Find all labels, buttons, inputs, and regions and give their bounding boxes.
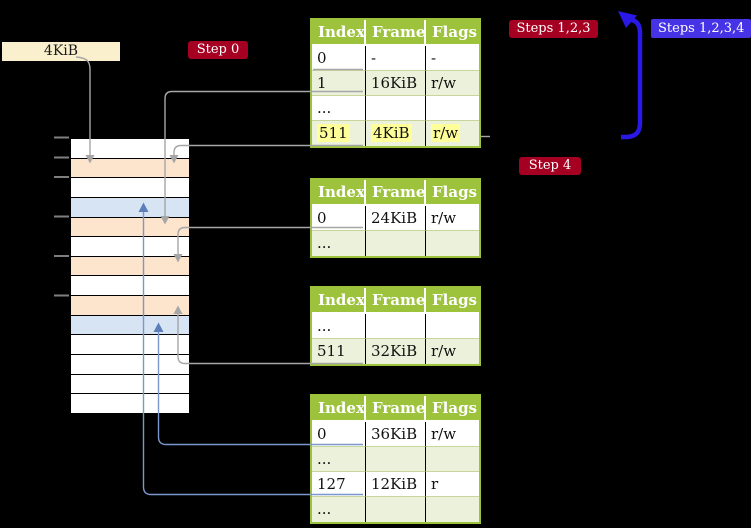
- table-row: ...: [312, 314, 479, 339]
- memory-frame-row-white: [71, 237, 189, 257]
- table-cell: 511: [312, 339, 366, 364]
- table-cell: ...: [312, 314, 366, 339]
- memory-frame-row-white: [71, 355, 189, 375]
- table-cell: -: [426, 46, 479, 71]
- table-row: ...: [312, 231, 479, 256]
- table-cell: ...: [312, 231, 366, 256]
- table-cell: ...: [312, 96, 366, 121]
- table-cell: [366, 314, 426, 339]
- badge-steps-1-2-3-4: Steps 1,2,3,4: [651, 19, 751, 38]
- table-cell: r/w: [426, 422, 479, 447]
- table-cell: 0: [312, 46, 366, 71]
- table-cell: 0: [312, 206, 366, 231]
- memory-frame-row-white: [71, 178, 189, 198]
- table-cell: 127: [312, 472, 366, 497]
- table-cell: 4KiB: [366, 121, 426, 146]
- column-header-frame: Frame: [366, 180, 426, 204]
- table-cell: [366, 447, 426, 472]
- column-header-frame: Frame: [366, 396, 426, 420]
- memory-frame-row-blue: [71, 315, 189, 336]
- memory-frame-row-peach: [71, 296, 189, 316]
- highlighted-value: r/w: [431, 124, 461, 142]
- column-header-flags: Flags: [432, 23, 477, 41]
- table-cell: 511: [312, 121, 366, 146]
- memory-frame-row-white: [71, 374, 189, 395]
- table-cell: [426, 314, 479, 339]
- table-cell: ...: [312, 447, 366, 472]
- column-header-index: Index: [312, 288, 366, 312]
- table-cell: 16KiB: [366, 71, 426, 96]
- table-row: ...: [312, 497, 479, 522]
- memory-frame-row-white: [71, 335, 189, 356]
- column-header-index: Index: [312, 20, 366, 44]
- table-cell: [366, 497, 426, 522]
- column-header-index: Index: [312, 396, 366, 420]
- memory-frame-row-white: [71, 394, 189, 413]
- badge-step-4: Step 4: [519, 157, 581, 175]
- table-cell: [366, 96, 426, 121]
- table-cell: ...: [312, 497, 366, 522]
- loop-arrow: [621, 17, 643, 140]
- table-cell: 0: [312, 422, 366, 447]
- table-cell: 24KiB: [366, 206, 426, 231]
- table-cell: [426, 497, 479, 522]
- highlighted-value: 4KiB: [371, 124, 412, 142]
- table-cell: -: [366, 46, 426, 71]
- memory-frame-row-peach: [71, 158, 189, 179]
- column-header-frame: Frame: [366, 20, 426, 44]
- table-cell: 12KiB: [366, 472, 426, 497]
- table-cell: r/w: [426, 206, 479, 231]
- memory-frame-row-white: [71, 139, 189, 159]
- memory-frame-row-peach: [71, 256, 189, 277]
- table-cell: r: [426, 472, 479, 497]
- column-header-index: Index: [312, 180, 366, 204]
- table-row: 0--: [312, 46, 479, 71]
- column-header-flags: Flags: [432, 399, 477, 417]
- table-cell: [366, 231, 426, 256]
- table-cell: 1: [312, 71, 366, 96]
- physical-memory-column: [70, 138, 190, 414]
- table-row: ...: [312, 96, 479, 121]
- badge-step-0: Step 0: [188, 41, 248, 59]
- memory-tick-marks: [54, 136, 69, 297]
- table-cell: r/w: [431, 342, 457, 360]
- up-left-arrowhead-icon: [618, 11, 637, 28]
- column-header-flags: Flags: [432, 183, 477, 201]
- table-cell: 32KiB: [366, 339, 426, 364]
- memory-frame-row-white: [71, 276, 189, 297]
- memory-frame-row-blue: [71, 197, 189, 218]
- table-cell: [426, 447, 479, 472]
- table-cell: 36KiB: [366, 422, 426, 447]
- highlighted-value: 511: [317, 124, 350, 142]
- table-cell: [426, 231, 479, 256]
- table-cell: r/w: [426, 121, 479, 146]
- table-cell: r/w: [426, 71, 479, 96]
- table-row: 511 4KiB r/w: [312, 121, 479, 146]
- memory-frame-row-peach: [71, 217, 189, 238]
- column-header-flags: Flags: [432, 291, 477, 309]
- table-cell: [426, 96, 479, 121]
- badge-steps-1-2-3: Steps 1,2,3: [509, 20, 598, 38]
- column-header-frame: Frame: [366, 288, 426, 312]
- page-size-label: 4KiB: [2, 42, 120, 61]
- table-row: ...: [312, 447, 479, 472]
